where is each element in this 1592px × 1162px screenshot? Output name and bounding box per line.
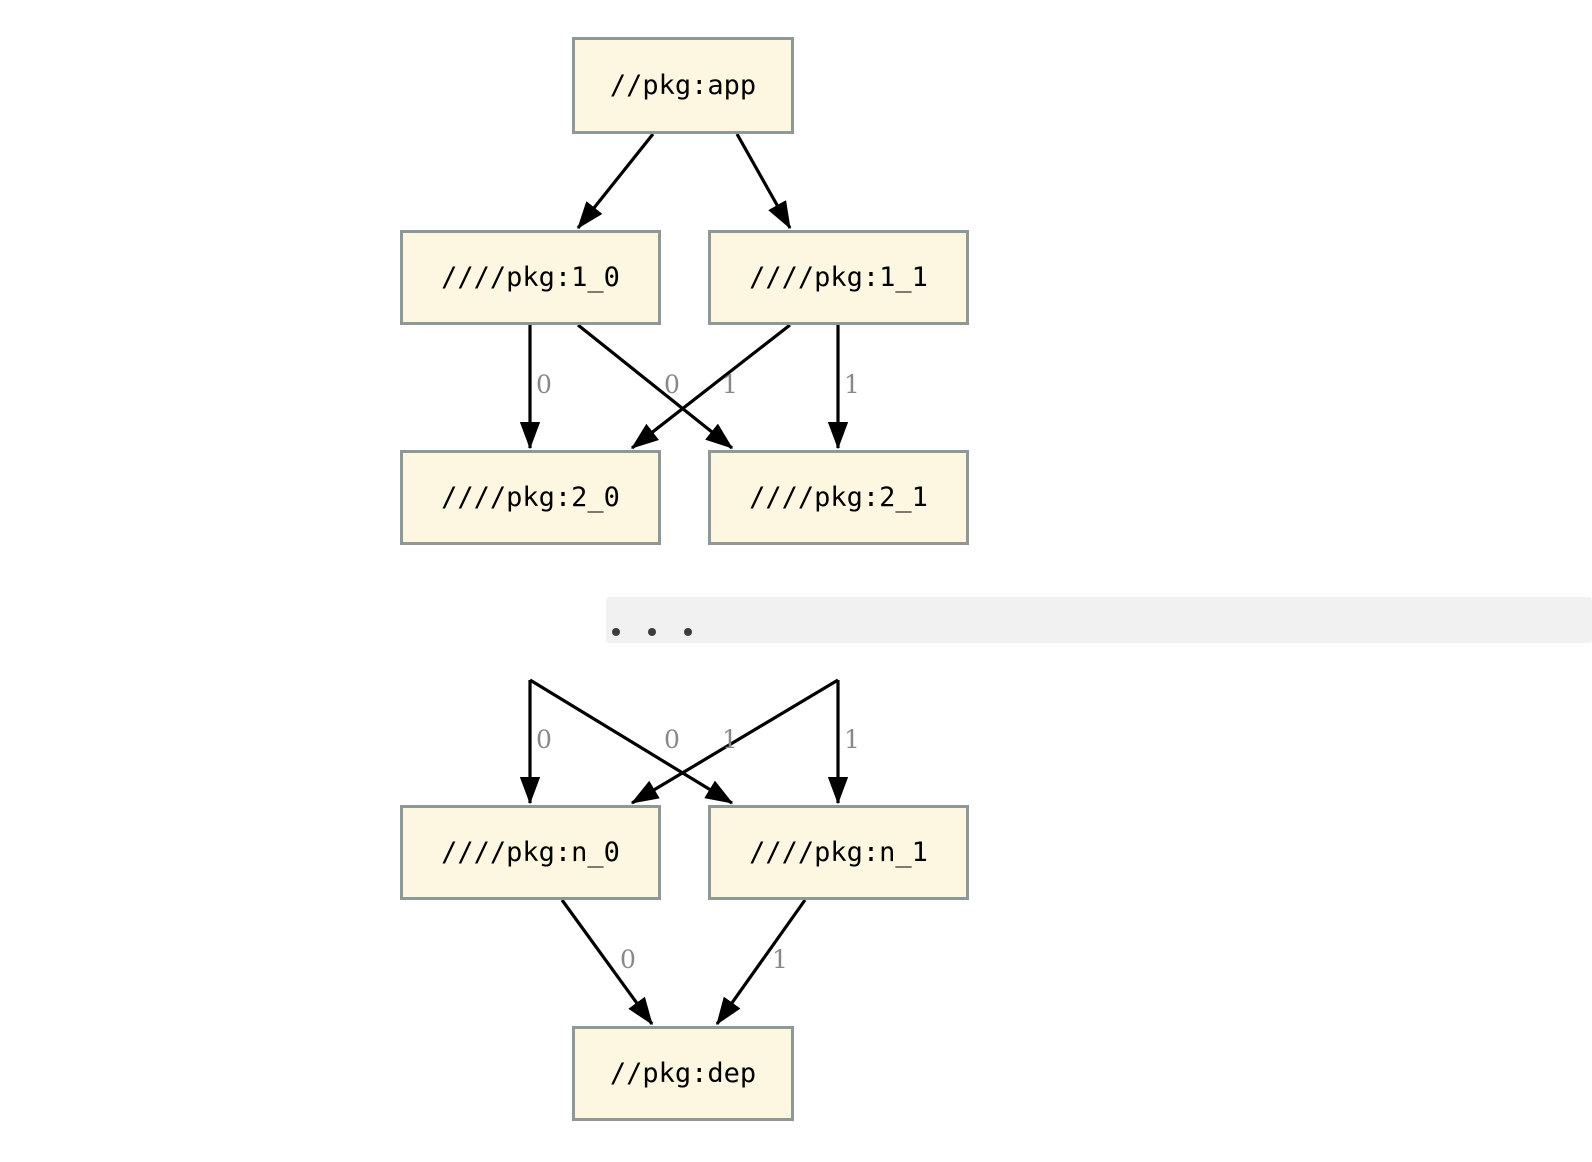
edge-nn_1-to-dep: [715, 899, 807, 1026]
node-n1_1[interactable]: ////pkg:1_1: [708, 230, 969, 325]
edge-label: 1: [772, 945, 788, 974]
edge-label: 0: [620, 945, 636, 974]
node-label: ////pkg:n_1: [749, 837, 928, 868]
edge-label: 0: [664, 725, 680, 754]
node-label: ////pkg:1_1: [749, 262, 928, 293]
edge-hidden-to-nn_1: [529, 678, 734, 805]
ellipsis-dot-2: [648, 628, 656, 636]
node-nn_0[interactable]: ////pkg:n_0: [400, 805, 661, 900]
ellipsis-dot-3: [684, 628, 692, 636]
node-label: ////pkg:2_0: [441, 482, 620, 513]
edge-label: 1: [722, 370, 738, 399]
edge-label: 1: [844, 370, 860, 399]
node-app[interactable]: //pkg:app: [572, 37, 794, 134]
node-dep[interactable]: //pkg:dep: [572, 1026, 794, 1121]
node-n2_0[interactable]: ////pkg:2_0: [400, 450, 661, 545]
edge-label: 0: [536, 370, 552, 399]
node-label: ////pkg:n_0: [441, 837, 620, 868]
node-label: ////pkg:1_0: [441, 262, 620, 293]
node-nn_1[interactable]: ////pkg:n_1: [708, 805, 969, 900]
node-n2_1[interactable]: ////pkg:2_1: [708, 450, 969, 545]
node-n1_0[interactable]: ////pkg:1_0: [400, 230, 661, 325]
edge-app-to-n1_0: [576, 133, 655, 230]
node-label: ////pkg:2_1: [749, 482, 928, 513]
edge-label: 0: [664, 370, 680, 399]
node-label: //pkg:dep: [609, 1058, 757, 1089]
edge-label: 1: [722, 725, 738, 754]
edge-label: 0: [536, 725, 552, 754]
ellipsis-dot-1: [612, 628, 620, 636]
node-label: //pkg:app: [609, 70, 757, 101]
edge-n1_1-to-n2_0: [630, 323, 791, 450]
edge-label: 1: [844, 725, 860, 754]
truncation-indicator-band: [606, 597, 1592, 643]
edge-n1_0-to-n2_1: [577, 323, 734, 450]
edge-app-to-n1_1: [735, 133, 792, 230]
edge-nn_0-to-dep: [560, 899, 654, 1026]
